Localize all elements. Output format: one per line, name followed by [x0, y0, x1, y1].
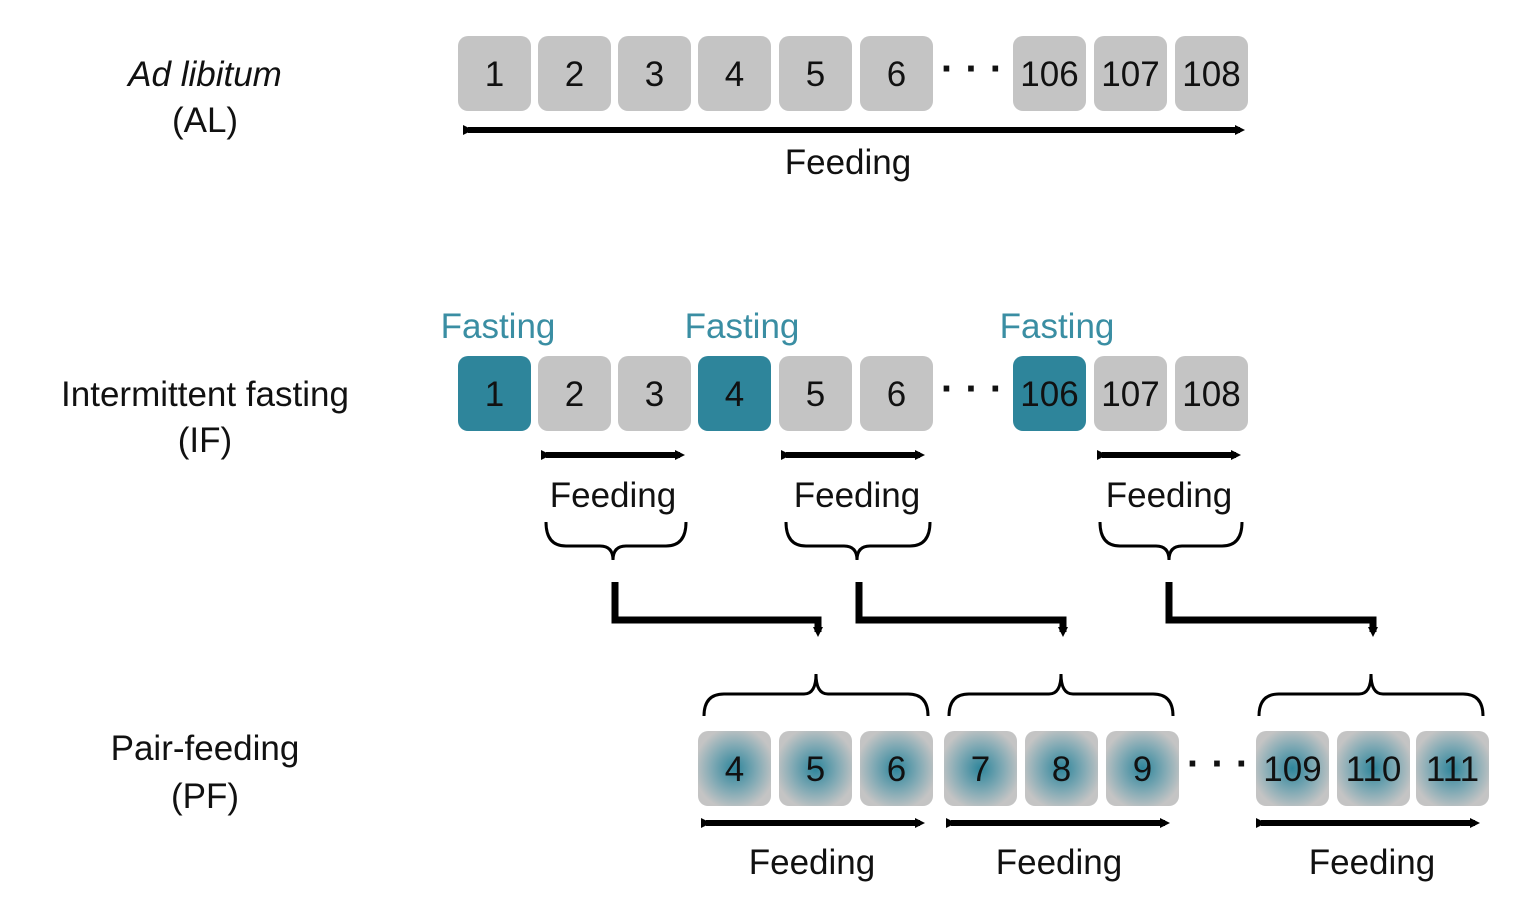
pf-day-number: 5 [806, 750, 825, 789]
if-feeding-label-2: Feeding [794, 476, 920, 515]
pf-brace-2 [947, 673, 1175, 717]
if-brace-3 [1098, 521, 1244, 561]
if-fasting-label-3: Fasting [1000, 307, 1115, 346]
pf-day-box [1256, 731, 1329, 806]
pf-day-boxes: 4 5 6 7 8 9 109 110 111 [698, 731, 1489, 806]
al-group-name: Ad libitum [126, 55, 282, 94]
pf-ellipsis: · · · [1187, 742, 1249, 786]
connector-arrow-1 [611, 582, 823, 637]
if-brace-2 [784, 521, 932, 561]
pf-brace-1 [702, 673, 930, 717]
pf-day-number: 111 [1426, 750, 1479, 789]
al-day-number: 107 [1101, 55, 1159, 94]
al-day-boxes: 1 2 3 4 5 6 106 107 108 [458, 36, 1248, 111]
al-day-box [698, 36, 771, 111]
al-ellipsis: · · · [941, 47, 1003, 91]
connector-arrow-2 [855, 582, 1068, 637]
pf-feeding-label-1: Feeding [749, 843, 875, 882]
al-day-number: 108 [1182, 55, 1240, 94]
pf-day-box [1337, 731, 1410, 806]
pf-day-number: 109 [1263, 750, 1321, 789]
al-day-box [1094, 36, 1167, 111]
if-day-number: 108 [1182, 375, 1240, 414]
pf-day-number: 110 [1346, 750, 1402, 789]
pf-day-box [698, 731, 771, 806]
if-day-box [1094, 356, 1167, 431]
al-day-box [538, 36, 611, 111]
if-day-number: 2 [565, 375, 584, 414]
al-day-number: 6 [887, 55, 906, 94]
if-day-boxes: 1 2 3 4 5 6 106 107 108 [458, 356, 1248, 431]
al-day-box [618, 36, 691, 111]
if-day-number: 1 [485, 375, 504, 414]
if-day-box [779, 356, 852, 431]
if-day-number: 3 [645, 375, 664, 414]
if-brace-1 [544, 521, 688, 561]
if-day-box [538, 356, 611, 431]
if-day-number: 106 [1020, 375, 1078, 414]
if-group-abbr: (IF) [178, 421, 232, 460]
pf-day-box [944, 731, 1017, 806]
al-day-number: 5 [806, 55, 825, 94]
if-day-box [618, 356, 691, 431]
pf-day-number: 9 [1133, 750, 1152, 789]
al-day-number: 4 [725, 55, 744, 94]
al-day-number: 1 [485, 55, 504, 94]
if-ellipsis: · · · [941, 367, 1003, 411]
pf-group-name: Pair-feeding [111, 729, 300, 768]
if-day-box [860, 356, 933, 431]
pf-day-box [1416, 731, 1489, 806]
if-day-number: 6 [887, 375, 906, 414]
al-day-box [1175, 36, 1248, 111]
if-feeding-label-3: Feeding [1106, 476, 1232, 515]
if-day-box [1013, 356, 1086, 431]
if-day-number: 107 [1101, 375, 1159, 414]
al-day-box [860, 36, 933, 111]
pf-group-abbr: (PF) [171, 777, 239, 816]
al-day-box [1013, 36, 1086, 111]
al-day-number: 3 [645, 55, 664, 94]
pf-brace-3 [1257, 673, 1485, 717]
pf-day-box [1025, 731, 1098, 806]
if-day-box [698, 356, 771, 431]
pf-day-box [779, 731, 852, 806]
if-feeding-label-1: Feeding [550, 476, 676, 515]
if-day-number: 5 [806, 375, 825, 414]
pf-day-number: 8 [1052, 750, 1071, 789]
if-fasting-label-2: Fasting [685, 307, 800, 346]
if-day-number: 4 [725, 375, 744, 414]
if-day-box [1175, 356, 1248, 431]
al-day-number: 106 [1020, 55, 1078, 94]
al-day-box [458, 36, 531, 111]
pf-feeding-label-2: Feeding [996, 843, 1122, 882]
al-feeding-label: Feeding [785, 143, 911, 182]
if-day-box [458, 356, 531, 431]
al-group-abbr: (AL) [172, 101, 238, 140]
al-day-box [779, 36, 852, 111]
if-group-name: Intermittent fasting [61, 375, 349, 414]
pf-day-box [1106, 731, 1179, 806]
pf-day-number: 7 [971, 750, 990, 789]
pf-feeding-label-3: Feeding [1309, 843, 1435, 882]
pf-day-box [860, 731, 933, 806]
pf-day-number: 4 [725, 750, 744, 789]
if-fasting-label-1: Fasting [441, 307, 556, 346]
connector-arrow-3 [1165, 582, 1378, 637]
al-day-number: 2 [565, 55, 584, 94]
pf-day-number: 6 [887, 750, 906, 789]
